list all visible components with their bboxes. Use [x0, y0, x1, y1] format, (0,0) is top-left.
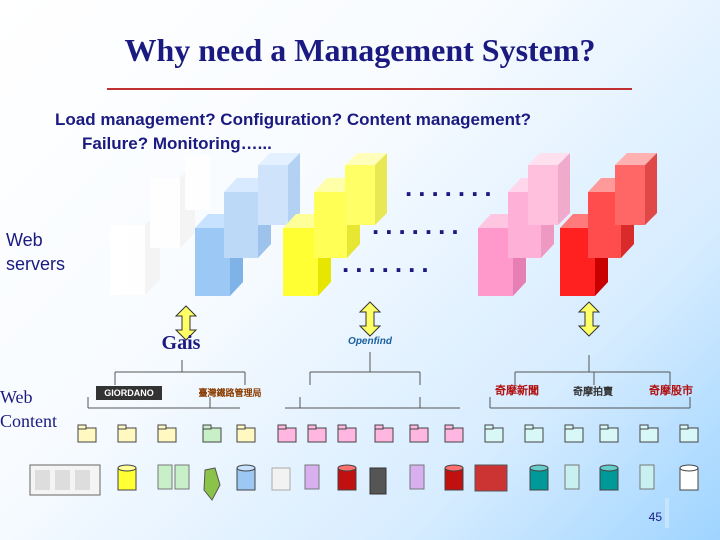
- document-icon: [304, 464, 320, 490]
- openfind-logo: Openfind: [348, 335, 392, 347]
- photo-icon: [474, 464, 508, 492]
- folder-icon: [307, 424, 327, 443]
- folder-icons: [77, 424, 699, 443]
- image-icon: [271, 467, 291, 491]
- stock-logo: 奇摩股市: [649, 385, 693, 397]
- ellipsis-row-1: .......: [405, 172, 498, 202]
- database-icon: [117, 464, 137, 491]
- ticket-logo: 奇摩拍賣: [573, 386, 613, 398]
- giordano-logo: GIORDANO: [96, 386, 162, 400]
- folder-icon: [639, 424, 659, 443]
- taiwan-map-icon: [203, 467, 221, 501]
- folder-icon: [444, 424, 464, 443]
- database-icon: [529, 464, 549, 491]
- folder-icon: [236, 424, 256, 443]
- web-servers-label: Web servers: [6, 230, 66, 274]
- server-red-group: [560, 153, 657, 296]
- folder-icon: [77, 424, 97, 443]
- folder-icon: [277, 424, 297, 443]
- folder-icon: [564, 424, 584, 443]
- folder-icon: [599, 424, 619, 443]
- page-number: 45: [648, 510, 662, 524]
- arrow-middle: [358, 301, 382, 337]
- server-white-group: [110, 155, 210, 295]
- slide-title: Why need a Management System?: [124, 32, 596, 68]
- ellipsis-row-3: .......: [342, 248, 435, 278]
- document-icon: [157, 464, 190, 490]
- arrow-right: [577, 301, 601, 337]
- database-icon: [236, 464, 256, 491]
- document-icon: [564, 464, 580, 490]
- document-icon: [409, 464, 425, 490]
- gais-logo: Gais: [161, 331, 201, 354]
- image-icon: [369, 467, 387, 495]
- server-pink-group: [478, 153, 570, 296]
- folder-icon: [117, 424, 137, 443]
- content-items: [29, 464, 699, 501]
- database-icon: [679, 464, 699, 491]
- title-underline: [107, 88, 632, 90]
- web-content-label: Web Content: [0, 387, 57, 431]
- server-yellow-group: [283, 153, 387, 296]
- ellipsis-row-2: .......: [372, 210, 465, 240]
- arrow-left: [174, 305, 198, 341]
- document-thumbnails-icon: [29, 464, 101, 496]
- folder-icon: [374, 424, 394, 443]
- server-blue-group: [195, 153, 300, 296]
- question-line-1: Load management? Configuration? Content …: [55, 110, 532, 129]
- folder-icon: [157, 424, 177, 443]
- database-icon: [337, 464, 357, 491]
- tree-lines: [87, 352, 691, 409]
- question-line-2: Failure? Monitoring…...: [82, 134, 272, 153]
- folder-icon: [679, 424, 699, 443]
- document-icon: [639, 464, 655, 490]
- folder-icon: [409, 424, 429, 443]
- news-logo: 奇摩新聞: [495, 385, 539, 397]
- folder-icon: [337, 424, 357, 443]
- connector-arrows: [174, 301, 601, 341]
- database-icon: [444, 464, 464, 491]
- database-icon: [599, 464, 619, 491]
- page-number-bar: [665, 498, 669, 528]
- folder-icon: [524, 424, 544, 443]
- folder-icon: [202, 424, 222, 443]
- railway-logo: 臺灣鐵路管理局: [198, 387, 262, 398]
- folder-icon: [484, 424, 504, 443]
